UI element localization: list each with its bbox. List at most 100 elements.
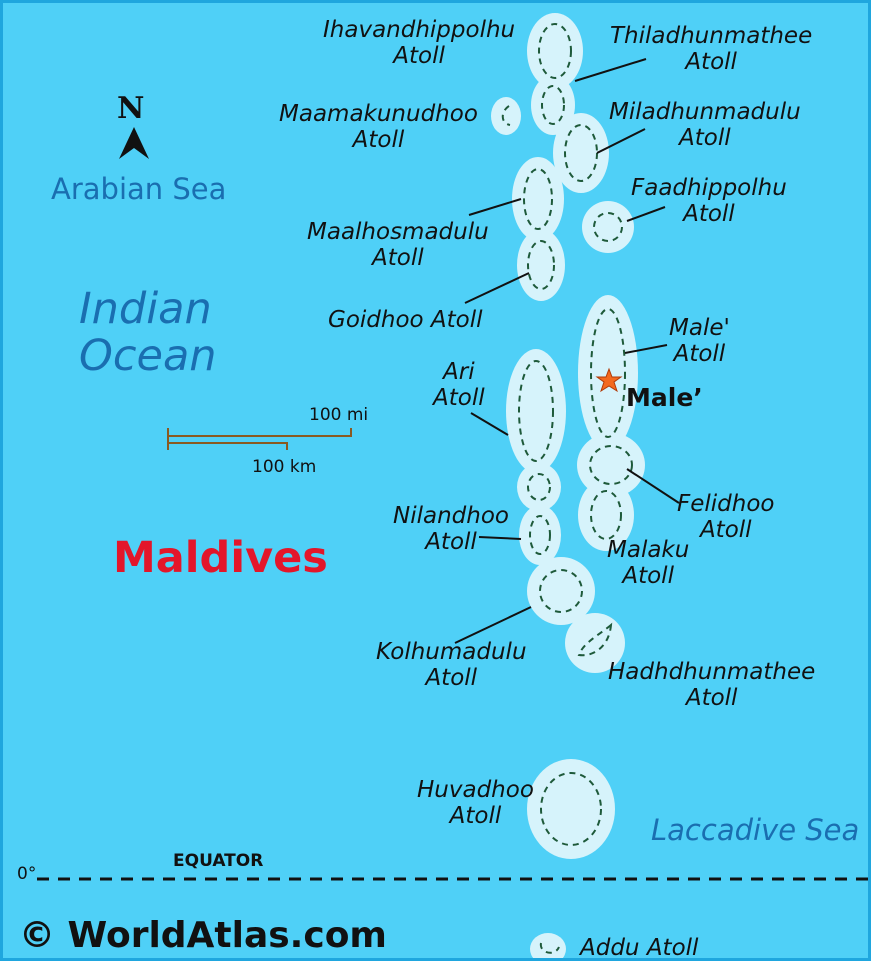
equator-degree-label: 0°	[17, 864, 37, 884]
atoll-label-line2: Atoll	[425, 529, 477, 555]
reef-malaku	[578, 479, 634, 551]
atoll-label-huvadhoo: Huvadhoo Atoll	[417, 777, 534, 829]
reef-ari-south	[517, 463, 561, 511]
atoll-label-line1: Huvadhoo	[417, 777, 534, 803]
atoll-label-line2: Atoll	[673, 341, 726, 367]
atoll-label-line1: Male'	[669, 315, 730, 341]
atoll-label-line1: Maalhosmadulu	[307, 219, 489, 245]
arabian-sea-label: Arabian Sea	[51, 172, 227, 206]
outline-male	[590, 308, 626, 438]
atoll-label-line2: Atoll	[685, 49, 737, 75]
atoll-label-line2: Atoll	[679, 125, 731, 151]
atoll-label-line1: Maamakunudhoo	[279, 101, 478, 127]
equator-label: EQUATOR	[173, 851, 264, 871]
atoll-label-line2: Atoll	[685, 685, 738, 711]
atoll-label-thiladhunmathee: Thiladhunmathee Atoll	[610, 23, 812, 75]
atoll-label-ihavandhippolhu: Ihavandhippolhu Atoll	[323, 17, 515, 69]
atoll-label-line1: Hadhdhunmathee	[608, 659, 816, 685]
reef-maamakunudhoo	[491, 97, 521, 135]
scale-miles-label: 100 mi	[309, 405, 369, 425]
outline-addu	[539, 942, 560, 954]
leader-maalhosmadulu	[468, 198, 522, 216]
indian-ocean-line2: Ocean	[79, 331, 217, 381]
outline-felidhoo	[589, 445, 633, 485]
leader-ari	[470, 412, 509, 436]
atoll-label-line1: Ihavandhippolhu	[323, 17, 516, 43]
atoll-label-miladhunmadulu: Miladhunmadulu Atoll	[609, 99, 801, 151]
atoll-label-ari: Ari Atoll	[433, 359, 485, 411]
leader-lines	[454, 58, 680, 644]
north-arrow	[119, 127, 149, 159]
outline-ari-south	[527, 473, 551, 501]
outline-thiladhunmathee	[541, 85, 565, 125]
leader-faadhippolhu	[626, 206, 666, 222]
atoll-label-line1: Ari	[443, 359, 475, 385]
reef-faadhippolhu	[582, 201, 634, 253]
leader-goidhoo	[464, 272, 530, 304]
atoll-label-line2: Atoll	[393, 43, 445, 69]
outline-hadhdhunmathee	[577, 622, 613, 657]
capital-label: Male’	[626, 383, 703, 412]
atoll-label-malaku: Malaku Atoll	[607, 537, 689, 589]
outline-kolhumadulu	[539, 569, 583, 613]
atoll-label-line1: Addu Atoll	[580, 935, 699, 961]
outline-maamakunudhoo	[501, 105, 511, 126]
atoll-label-goidhoo: Goidhoo Atoll	[328, 307, 483, 333]
atoll-label-line2: Atoll	[352, 127, 405, 153]
outline-ihavandhippolhu	[538, 23, 572, 79]
outline-ari	[518, 360, 554, 462]
atoll-label-faadhippolhu: Faadhippolhu Atoll	[631, 175, 787, 227]
atoll-label-line2: Atoll	[425, 665, 478, 691]
reef-miladhunmadulu	[553, 113, 609, 193]
outline-maalhosmadulu-south	[527, 240, 555, 290]
atoll-label-male: Male' Atoll	[669, 315, 730, 367]
outline-huvadhoo	[540, 772, 602, 846]
reef-thiladhunmathee	[531, 75, 575, 135]
atoll-label-kolhumadulu: Kolhumadulu Atoll	[376, 639, 527, 691]
reef-ari	[506, 349, 566, 473]
atoll-label-hadhdhunmathee: Hadhdhunmathee Atoll	[608, 659, 815, 711]
north-label: N	[117, 91, 145, 126]
leader-male	[624, 344, 668, 354]
reef-kolhumadulu	[527, 557, 595, 625]
atoll-label-maamakunudhoo: Maamakunudhoo Atoll	[279, 101, 478, 153]
reef-nilandhoo	[519, 505, 561, 565]
reef-ihavandhippolhu	[527, 13, 583, 89]
outline-faadhippolhu	[593, 212, 623, 242]
indian-ocean-label: Indian Ocean	[79, 286, 217, 380]
atoll-label-line2: Atoll	[699, 517, 752, 543]
atoll-label-line2: Atoll	[683, 201, 735, 227]
map-graphics	[37, 13, 868, 958]
reef-maalhosmadulu-north	[512, 157, 564, 241]
leader-nilandhoo	[478, 536, 522, 540]
leader-miladhunmadulu	[596, 128, 646, 154]
laccadive-sea-label: Laccadive Sea	[651, 813, 860, 847]
country-label: Maldives	[113, 533, 328, 583]
atoll-label-line1: Nilandhoo	[393, 503, 509, 529]
atoll-label-line1: Miladhunmadulu	[609, 99, 801, 125]
atoll-label-line1: Malaku	[607, 537, 690, 563]
atoll-label-line1: Felidhoo	[677, 491, 775, 517]
reef-maalhosmadulu-south	[517, 229, 565, 301]
outline-maalhosmadulu-north	[523, 168, 553, 230]
copyright-text: © WorldAtlas.com	[19, 915, 387, 956]
indian-ocean-line1: Indian	[79, 284, 212, 334]
atoll-label-line1: Thiladhunmathee	[610, 23, 813, 49]
atoll-label-line2: Atoll	[449, 803, 502, 829]
atoll-label-line2: Atoll	[622, 563, 674, 589]
atoll-label-maalhosmadulu: Maalhosmadulu Atoll	[307, 219, 489, 271]
atoll-label-nilandhoo: Nilandhoo Atoll	[393, 503, 509, 555]
capital-star	[595, 367, 623, 393]
atoll-label-addu: Addu Atoll	[580, 935, 699, 961]
atoll-label-line2: Atoll	[433, 385, 485, 411]
outline-nilandhoo	[529, 515, 551, 555]
atoll-label-line2: Atoll	[372, 245, 424, 271]
leader-thiladhunmathee	[574, 58, 647, 82]
scale-bar	[167, 428, 352, 450]
reef-felidhoo	[577, 433, 645, 497]
atoll-label-line1: Kolhumadulu	[376, 639, 527, 665]
atoll-label-felidhoo: Felidhoo Atoll	[677, 491, 774, 543]
leader-felidhoo	[626, 468, 680, 504]
reef-addu	[530, 933, 566, 958]
